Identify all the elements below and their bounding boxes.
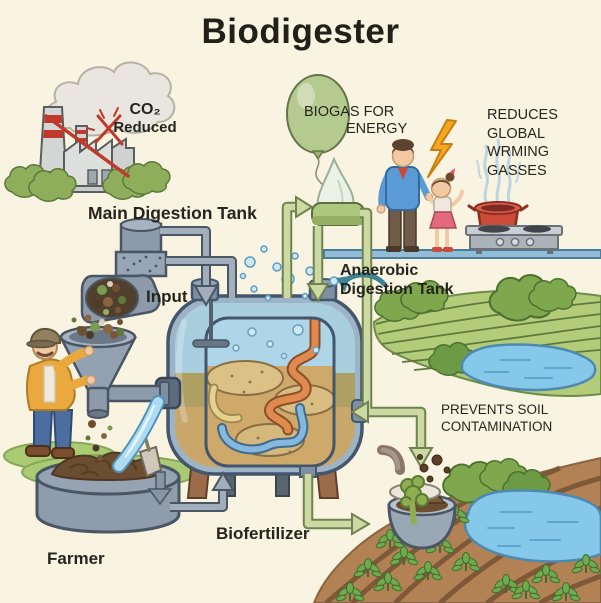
grey-pipes xyxy=(147,226,237,512)
hopper-waste xyxy=(94,281,126,315)
basin-arrow-down-icon xyxy=(147,471,173,506)
trowel xyxy=(138,445,163,478)
effluent-arrow-left-icon xyxy=(350,400,369,424)
biofertilizer-bowl xyxy=(377,445,457,550)
main-digestion-tank-label: Main Digestion Tank xyxy=(88,203,257,223)
father-figure xyxy=(376,139,433,252)
no-co2-symbol xyxy=(44,107,130,178)
cooking-pot xyxy=(467,201,529,231)
biogas-balloon-group xyxy=(286,74,365,226)
soil-particles xyxy=(417,454,451,483)
green-pipes xyxy=(281,195,434,536)
factory-scene xyxy=(4,61,176,202)
biofertilizer-label: Biofertilizer xyxy=(216,524,310,543)
stove-group xyxy=(465,138,563,254)
teal-swirl-arrow xyxy=(336,272,387,292)
input-label: Input xyxy=(146,287,188,306)
farmer-figure xyxy=(25,327,97,459)
lower-pond xyxy=(463,489,601,563)
input-funnel xyxy=(58,319,170,461)
recirculation-arrow-up-icon xyxy=(211,471,235,491)
falling-waste-lower xyxy=(85,420,113,461)
reduced-line: Reduced xyxy=(113,119,177,137)
prevents-soil-label: PREVENTS SOIL CONTAMINATION xyxy=(441,402,553,434)
biogas-label-line1: BIOGAS FOR xyxy=(304,104,395,120)
anaerobic-tank-label: Anaerobic Digestion Tank xyxy=(340,262,454,298)
upper-pond xyxy=(460,343,597,392)
biofertilizer-arrow-right-icon xyxy=(351,512,371,536)
gas-return-arrow-down-icon xyxy=(306,283,330,303)
co2-line: CO₂ xyxy=(129,101,161,118)
gas-stove xyxy=(465,225,563,254)
lightning-bolt-icon xyxy=(427,119,457,178)
farmer-label: Farmer xyxy=(47,549,105,568)
smoke-cloud xyxy=(44,61,176,137)
manure-basin xyxy=(35,428,181,534)
input-arrow-down-icon xyxy=(193,285,219,307)
green-slurry xyxy=(400,475,429,508)
reduces-gasses-label: REDUCES GLOBAL WRMING GASSES xyxy=(487,107,558,179)
biogas-label-line2: ENERGY xyxy=(346,121,408,137)
water-outflow xyxy=(112,395,165,473)
main-tank xyxy=(148,278,369,499)
crop-field-scene xyxy=(312,456,601,603)
child-figure xyxy=(427,168,464,252)
platform-counter xyxy=(323,249,601,259)
steam xyxy=(476,138,521,208)
funnel-waste xyxy=(77,319,124,339)
upper-field-scene xyxy=(372,273,601,398)
co2-reduced-label: CO₂ Reduced xyxy=(112,101,178,137)
hopper-grinder xyxy=(71,218,168,334)
page-title: Biodigester xyxy=(201,12,400,51)
father-and-child xyxy=(376,119,464,252)
biogas-arrow-right-icon xyxy=(295,195,314,219)
